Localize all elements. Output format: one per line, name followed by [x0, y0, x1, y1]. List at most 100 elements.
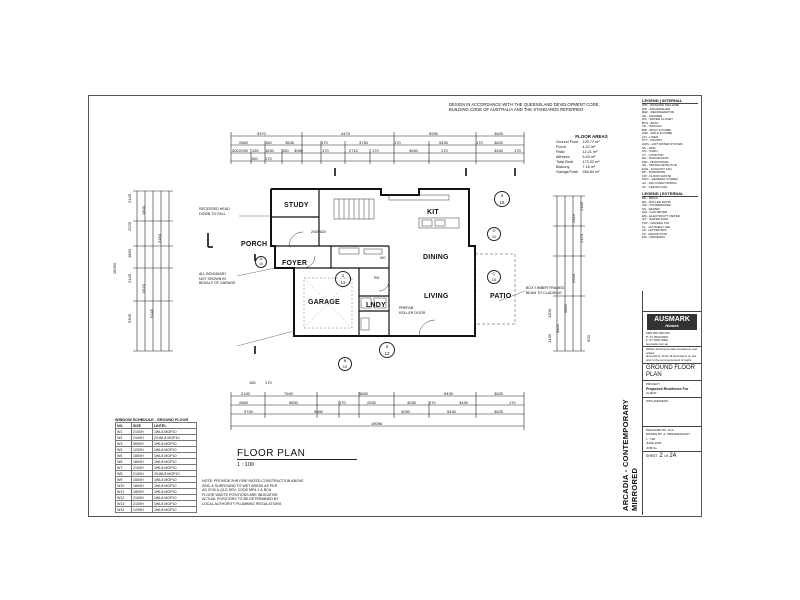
annotation-line: BEAM TO CLADDING	[526, 290, 562, 295]
marker-number: A	[259, 257, 263, 261]
note-line: FLOOR WASTE POSITIONS ARE INDICATIVE	[202, 492, 278, 497]
company-line: ausmark.com.au	[646, 341, 669, 346]
sheet-of: of	[664, 453, 668, 459]
dim-label: 170	[394, 140, 401, 145]
dim-label: 3625	[494, 131, 503, 136]
annotation-internal: PREFAB ROLLER DOOR	[399, 306, 425, 315]
sheet-label: SHEET	[646, 454, 658, 459]
legend-item: SH - SHOWER	[642, 113, 663, 118]
title-block: AUSMARK Homes ABN 000 000 000 P: 07 0000…	[642, 291, 701, 515]
dim-total-label: 19096	[371, 421, 383, 426]
dim-label: 4030	[401, 409, 410, 414]
plan-scale: 1 : 100	[237, 462, 254, 468]
dim-label: 170	[514, 148, 521, 153]
legend-item: GM - GAS METER	[642, 210, 668, 215]
legend-item: FP - FENCE POST	[642, 231, 668, 236]
dim-label: 170	[322, 148, 329, 153]
drawn-by: DRAWN BY: A. PRENDERGAST	[646, 432, 690, 437]
leader-lines	[236, 215, 526, 347]
disclaimer-line: Written dimensions take precedence over …	[646, 347, 698, 355]
logo-subtext: Homes	[665, 323, 679, 328]
legend-item: BR - BRICK	[642, 196, 659, 201]
legend-item: BTH - BATH	[642, 120, 659, 125]
dim-label: 2220	[126, 222, 132, 231]
marker-sheet: 10	[342, 364, 348, 369]
floor-area-name: Garage/Total	[556, 169, 578, 174]
annotation-line: BOX TIMBER FRAMED	[526, 286, 565, 290]
dim-label: 9740	[244, 409, 253, 414]
dim-label: 5145	[148, 309, 154, 318]
door-size-label: 2040/820	[311, 230, 326, 234]
dim-label: 2710	[349, 148, 358, 153]
dim-label: 170	[372, 148, 379, 153]
dim-label: 150	[252, 148, 259, 153]
dim-label: 3160	[156, 234, 162, 243]
site-box: SITE ADDRESS	[643, 396, 701, 426]
marker-sheet: 10	[491, 277, 497, 282]
floor-area-value: 7.16 m²	[582, 164, 596, 169]
top-dimension-lines	[230, 132, 525, 164]
legend-item: WM - WASHING MACHINE	[642, 103, 679, 107]
dim-label: 300	[232, 148, 239, 153]
legend-item: WC - WATER CLOSET	[642, 117, 673, 122]
room-label-patio: PATIO	[490, 293, 512, 300]
legend-item: TR - TROUGH	[642, 124, 662, 129]
marker-sheet: 12	[384, 351, 390, 356]
annotation-line: ALL BOUNDARY	[199, 272, 227, 276]
plan-title: FLOOR PLAN	[237, 448, 357, 460]
dim-label: 2170	[578, 234, 584, 243]
company-line: P: 07 0000 0000	[646, 334, 669, 339]
floor-area-name: Porch	[556, 144, 566, 149]
room-label-living: LIVING	[424, 293, 449, 300]
note-line: BUILDING CODE OF AUSTRALIA AND THE STAND…	[449, 107, 584, 112]
right-dimension-lines	[553, 195, 585, 352]
room-label-kitchen: KIT	[427, 209, 439, 216]
drawing-title-line: GROUND FLOOR	[646, 365, 696, 371]
room-label-porch: PORCH	[241, 241, 268, 248]
legend-item: EXH - EXHAUST FAN	[642, 166, 672, 171]
dim-label: 3625	[494, 409, 503, 414]
designed-by: DESIGNED BY: M.A.	[646, 427, 675, 432]
annotation-line: BEHALF OF GARAGE	[199, 281, 236, 286]
dim-label: 2660	[239, 140, 248, 145]
dim-label: 600	[585, 335, 591, 342]
dim-label: 3430	[494, 148, 503, 153]
room-label-laundry: LNDY	[366, 302, 386, 309]
dim-label: 170	[265, 380, 272, 385]
company-logo: AUSMARK Homes	[647, 314, 697, 330]
annotation-line: PREFAB	[399, 306, 414, 310]
legend-item: LIN - LINEN	[642, 134, 659, 139]
room-label-dining: DINING	[423, 254, 449, 261]
dim-label: 6110	[570, 214, 576, 223]
drawing-details: DESIGNED BY: M.A. DRAWN BY: A. PRENDERGA…	[643, 425, 701, 452]
legend-item: CL - CLOTHES LINE	[642, 224, 671, 229]
legend-item: EM - ELECTRICITY METER	[642, 213, 680, 218]
marker-sheet: 10	[259, 262, 263, 266]
floor-area-row: Porch 4.22 m²	[554, 144, 601, 149]
legend-item: OV - OVEN	[642, 149, 658, 154]
annotation-line: NOT SHOWN IN	[199, 276, 226, 281]
company-details: ABN 000 000 000 P: 07 0000 0000 F: 07 00…	[643, 331, 701, 346]
dim-label: 5305	[126, 314, 132, 323]
dim-label: 170	[509, 400, 516, 405]
dim-label: 2145	[578, 202, 584, 211]
project-label: PROJECT	[646, 382, 661, 386]
sheet-number: SHEET 2 of 24	[643, 451, 701, 460]
dim-label: 4470	[341, 131, 350, 136]
left-dimension-lines	[133, 190, 173, 352]
drawing-date: JUNE 2006	[646, 441, 662, 446]
legend-item: DP - DOWNPIPE	[642, 170, 666, 175]
dim-label: 5430	[444, 391, 453, 396]
floor-area-value: 4.22 m²	[582, 144, 596, 149]
annotation-line: ROLLER DOOR	[399, 310, 426, 315]
legend-item: DW - DRIVEWAY	[642, 235, 666, 240]
dim-label: 170	[429, 400, 436, 405]
table-cell: 1200H	[131, 506, 153, 513]
